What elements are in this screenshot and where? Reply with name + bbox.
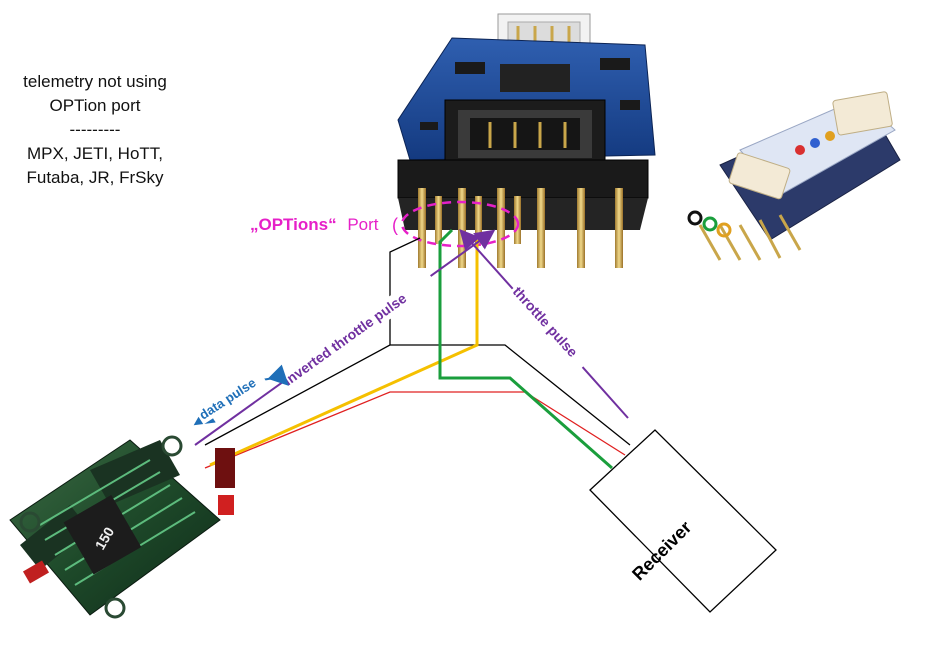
- data-pulse-label-group: data pulse: [194, 368, 268, 425]
- receiver: Receiver: [589, 429, 777, 613]
- esc-controller: 150: [9, 435, 235, 619]
- side-connector: [444, 99, 606, 169]
- telemetry-module: [687, 91, 901, 261]
- ring-black: [687, 210, 703, 226]
- note-line-4: MPX, JETI, HoTT,: [26, 144, 164, 163]
- note-line-1: telemetry not using: [23, 72, 167, 91]
- telemetry-note: telemetry not using OPTion port --------…: [0, 70, 190, 190]
- data-pulse-arrow-2: [261, 364, 289, 386]
- esc-label-plate: [63, 495, 142, 575]
- throttle-label-group: throttle pulse: [506, 281, 591, 372]
- wire-black-2: [390, 344, 631, 446]
- pin-header: [397, 159, 649, 199]
- wire-yellow: [209, 240, 479, 467]
- ring-green: [702, 216, 718, 232]
- data-pulse-label: data pulse: [196, 375, 258, 423]
- note-line-5: Futaba, JR, FrSky: [26, 168, 164, 187]
- receiver-box: [589, 429, 777, 613]
- bracket-glyph: (: [392, 215, 398, 235]
- note-line-3: ---------: [69, 120, 121, 139]
- note-line-2: OPTion port: [49, 96, 141, 115]
- wire-green: [438, 228, 613, 470]
- chip: [500, 64, 570, 92]
- options-port-label: „OPTions“ Port: [250, 215, 379, 234]
- main-module: [397, 13, 656, 268]
- ring-yellow: [716, 222, 732, 238]
- wire-red: [204, 391, 626, 469]
- throttle-pulse-label: throttle pulse: [510, 283, 581, 360]
